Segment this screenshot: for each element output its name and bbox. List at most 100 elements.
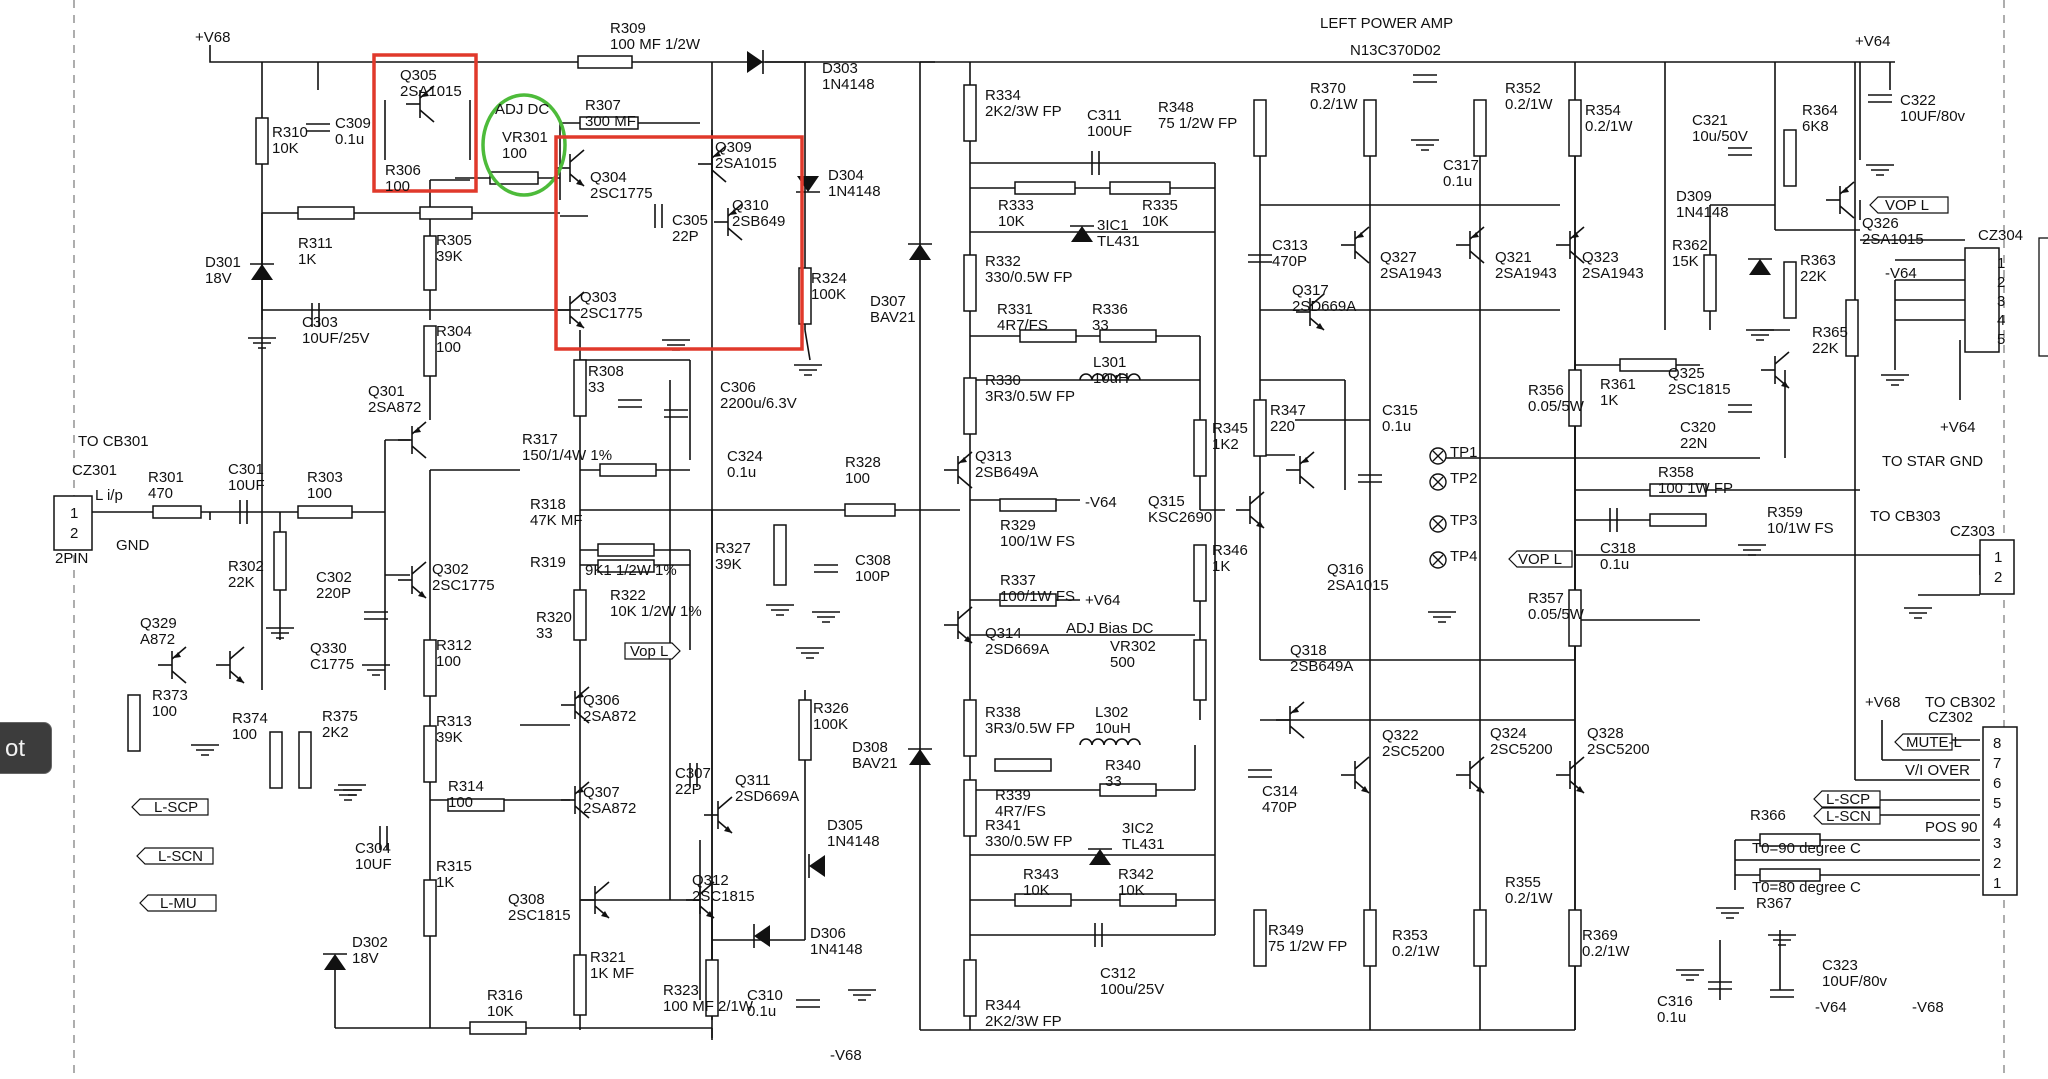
d308-diode <box>908 748 932 765</box>
label-r328-value: 100 <box>845 470 870 487</box>
label-r362-ref: R362 <box>1672 237 1708 254</box>
q326-transistor <box>1826 181 1855 219</box>
r309-resistor <box>577 55 633 69</box>
c313-capacitor <box>1248 254 1272 263</box>
c316-capacitor <box>1708 981 1732 990</box>
sidebar-toggle-button[interactable]: ot <box>0 722 52 774</box>
label-r354-ref: R354 <box>1585 102 1621 119</box>
ground-cz303 <box>1904 607 1932 619</box>
label-c323-ref: C323 <box>1822 957 1858 974</box>
label-r355-value: 0.2/1W <box>1505 890 1553 907</box>
label-c310-value: 0.1u <box>747 1003 776 1020</box>
ground-tp <box>1428 611 1456 623</box>
cz301-pin1: 1 <box>70 505 78 522</box>
label-r340-ref: R340 <box>1105 757 1141 774</box>
label-c309-value: 0.1u <box>335 131 364 148</box>
r363-resistor <box>1783 261 1797 319</box>
cz301-connector: TO CB301 CZ301 L i/p 1 2 GND 2PIN <box>53 433 150 567</box>
label-d305-ref: D305 <box>827 817 863 834</box>
r348-resistor <box>1253 99 1267 157</box>
label-ic1-value: TL431 <box>1097 233 1140 250</box>
label-r357-value: 0.05/5W <box>1528 606 1585 623</box>
c310-capacitor <box>796 999 820 1008</box>
label-r304-value: 100 <box>436 339 461 356</box>
d303-diode <box>747 50 764 74</box>
label-c303-value: 10UF/25V <box>302 330 370 347</box>
r328-resistor <box>844 503 896 517</box>
r356-resistor <box>1568 369 1582 427</box>
label-c324-value: 0.1u <box>727 464 756 481</box>
label-r375-ref: R375 <box>322 708 358 725</box>
label-d307-value: BAV21 <box>870 309 916 326</box>
label-q318-ref: Q318 <box>1290 642 1327 659</box>
cz304-connector: CZ304 1 2 3 4 5 <box>1964 227 2048 357</box>
label-q325-value: 2SC1815 <box>1668 381 1731 398</box>
label-r321-value: 1K MF <box>590 965 634 982</box>
q330-transistor <box>216 646 245 684</box>
rail-v64-q313: -V64 <box>1085 494 1117 511</box>
q327-transistor <box>1341 226 1370 264</box>
c303-capacitor <box>311 303 320 327</box>
c302-capacitor <box>364 611 388 620</box>
label-r332-ref: R332 <box>985 253 1021 270</box>
label-r370-value: 0.2/1W <box>1310 96 1358 113</box>
label-r315-value: 1K <box>436 874 454 891</box>
d304-diode <box>796 176 820 193</box>
label-d304-value: 1N4148 <box>828 183 881 200</box>
r373-resistor <box>127 694 141 752</box>
label-r304-ref: R304 <box>436 323 472 340</box>
c307-capacitor <box>689 763 698 787</box>
net-l-mu-left: L-MU <box>160 895 197 912</box>
label-c306-ref: C306 <box>720 379 756 396</box>
r322-resistor <box>597 559 655 573</box>
label-r337-ref: R337 <box>1000 572 1036 589</box>
cz302-to: TO CB302 <box>1925 694 1996 711</box>
r343-resistor <box>1014 893 1072 907</box>
c309-capacitor <box>306 123 330 132</box>
label-q310-ref: Q310 <box>732 197 769 214</box>
ground-r302 <box>266 627 294 639</box>
label-q303-value: 2SC1775 <box>580 305 643 322</box>
label-q329-ref: Q329 <box>140 615 177 632</box>
label-q322-value: 2SC5200 <box>1382 743 1445 760</box>
r370-resistor <box>1363 99 1377 157</box>
r331-resistor <box>1019 329 1077 343</box>
r366-thermistor <box>1759 833 1821 847</box>
cz304-pin3: 3 <box>1997 293 2005 310</box>
r314-resistor <box>447 798 505 812</box>
label-r352-ref: R352 <box>1505 80 1541 97</box>
label-c304-ref: C304 <box>355 840 391 857</box>
r301-resistor <box>152 505 202 519</box>
label-vr301-ref: VR301 <box>502 129 548 146</box>
q303-transistor <box>556 291 585 329</box>
label-r373-value: 100 <box>152 703 177 720</box>
label-r309-value: 100 MF 1/2W <box>610 36 701 53</box>
label-r353-value: 0.2/1W <box>1392 943 1440 960</box>
label-r314-ref: R314 <box>448 778 484 795</box>
label-r324-value: 100K <box>811 286 846 303</box>
c315-capacitor <box>1358 474 1382 483</box>
label-d302-value: 18V <box>352 950 379 967</box>
label-d301-value: 18V <box>205 270 232 287</box>
label-r310-value: 10K <box>272 140 299 157</box>
r375-resistor <box>298 731 312 789</box>
label-q323-value: 2SA1943 <box>1582 265 1644 282</box>
label-r316-value: 10K <box>487 1003 514 1020</box>
label-r339-value: 4R7/FS <box>995 803 1046 820</box>
cz302-pin2: 2 <box>1993 855 2001 872</box>
r327-resistor <box>773 524 787 586</box>
label-r301-value: 470 <box>148 485 173 502</box>
r334-resistor <box>963 84 977 142</box>
label-r335-ref: R335 <box>1142 197 1178 214</box>
q302-transistor <box>398 561 427 599</box>
r361-resistor <box>1619 358 1677 372</box>
label-vr302-ref: VR302 <box>1110 638 1156 655</box>
ground-c308 <box>812 611 840 623</box>
q304-transistor <box>556 149 585 187</box>
r304-resistor <box>423 325 437 377</box>
label-r326-value: 100K <box>813 716 848 733</box>
label-c318-ref: C318 <box>1600 540 1636 557</box>
label-q316-ref: Q316 <box>1327 561 1364 578</box>
ground-c310 <box>848 989 876 1001</box>
label-r333-ref: R333 <box>998 197 1034 214</box>
